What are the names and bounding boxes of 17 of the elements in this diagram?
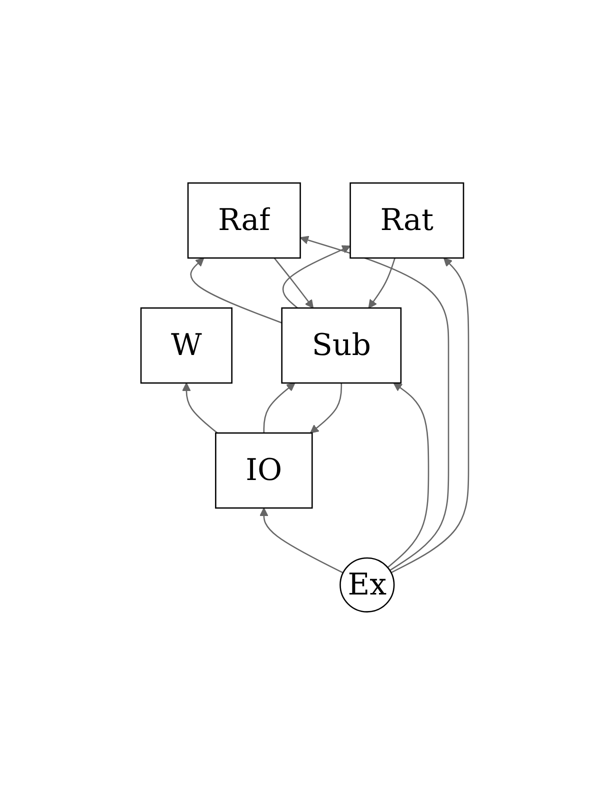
- arrow: [260, 508, 344, 574]
- node-box: Sub: [281, 307, 402, 384]
- arrow: [391, 258, 470, 574]
- arrow: [310, 383, 342, 434]
- arrow: [190, 258, 282, 324]
- arrow: [368, 258, 396, 308]
- arrow: [300, 236, 450, 572]
- node-circle: Ex: [340, 557, 395, 613]
- node-box: W: [140, 307, 233, 384]
- arrow: [264, 382, 296, 434]
- arrow: [182, 382, 218, 434]
- arrow: [274, 258, 314, 308]
- arrow: [282, 245, 351, 309]
- node-box: IO: [215, 432, 314, 509]
- node-box: Raf: [188, 182, 302, 259]
- node-box: Rat: [350, 182, 464, 259]
- arrow: [388, 382, 430, 568]
